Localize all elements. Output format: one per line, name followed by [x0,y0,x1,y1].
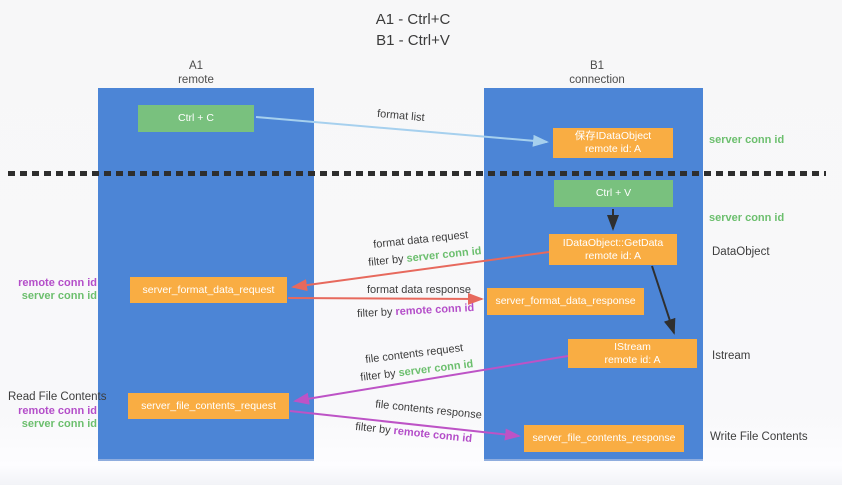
format-data-response-label: format data response [367,284,471,296]
lane-a1-name: A1 [188,60,204,72]
dataobject-label: DataObject [712,246,770,258]
ctrl-c-node: Ctrl + C [138,105,254,132]
remote-conn-id-text: remote conn id [392,424,473,446]
remote-conn-id-label-2: remote conn id [18,405,97,417]
istream-node: IStream remote id: A [568,339,697,368]
file-contents-response-label: file contents response [374,398,483,422]
server-file-contents-response-label: server_file_contents_response [532,432,676,444]
diagram-title: A1 - Ctrl+C B1 - Ctrl+V [0,9,826,51]
server-conn-id-label-2: server conn id [21,418,97,430]
title-line-2: B1 - Ctrl+V [376,32,450,49]
server-conn-id-text: server conn id [405,245,482,265]
format-data-response-arrow [287,292,484,305]
idataobject-getdata-node: IDataObject::GetData remote id: A [549,234,677,265]
conn-id-group-1: remote conn id server conn id [0,277,97,303]
idataobject-getdata-line2: remote id: A [584,249,642,262]
server-format-data-request-node: server_format_data_request [130,277,287,303]
filter-by-text: filter by [354,420,392,437]
istream-line1: IStream [614,340,651,353]
istream-line2: remote id: A [604,353,661,366]
save-idataobject-line2: remote id: A [584,143,642,155]
title-line-1: A1 - Ctrl+C [375,11,451,28]
server-conn-id-right-mid: server conn id [709,212,785,224]
idataobject-getdata-line1: IDataObject::GetData [562,236,664,249]
server-format-data-request-label: server_format_data_request [142,283,275,296]
filter-by-text: filter by [359,367,397,384]
istream-side-label: Istream [712,350,751,362]
conn-id-group-2: remote conn id server conn id [0,405,97,431]
save-idataobject-node: 保存IDataObject remote id: A [553,128,673,158]
save-idataobject-line1: 保存IDataObject [574,130,652,142]
server-file-contents-response-node: server_file_contents_response [524,425,684,452]
lane-b1-name: B1 [589,60,605,72]
ctrl-v-node: Ctrl + V [554,180,673,207]
server-conn-id-text: server conn id [397,358,474,380]
read-file-contents-label: Read File Contents [8,391,107,403]
server-file-contents-request-node: server_file_contents_request [128,393,289,419]
ctrl-c-label: Ctrl + C [178,112,214,124]
server-format-data-response-node: server_format_data_response [487,288,644,315]
format-list-label: format list [376,107,426,125]
server-conn-id-right-top: server conn id [709,134,785,146]
server-format-data-response-label: server_format_data_response [495,295,636,307]
lane-header-b1: B1 connection [497,59,697,87]
filter-by-text: filter by [356,306,393,321]
write-file-contents-label: Write File Contents [710,431,808,443]
session-separator-dotted-line [8,171,826,176]
server-file-contents-request-label: server_file_contents_request [141,399,276,412]
server-conn-id-label-1: server conn id [21,290,97,302]
lane-a1-subtitle: remote [178,74,214,86]
lane-header-a1: A1 remote [96,59,296,87]
remote-conn-id-label-1: remote conn id [18,277,97,289]
lane-b1-subtitle: connection [569,74,625,86]
remote-conn-id-text: remote conn id [395,301,475,319]
ctrl-v-label: Ctrl + V [595,187,632,199]
filter-by-text: filter by [367,253,405,269]
